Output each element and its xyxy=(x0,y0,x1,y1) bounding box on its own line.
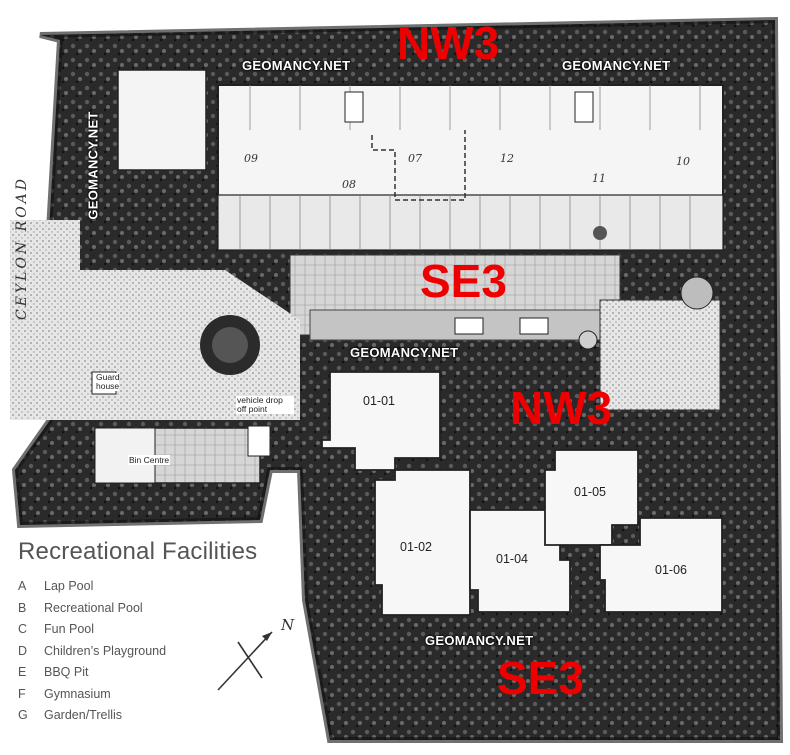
watermark: GEOMANCY.NET xyxy=(242,58,351,73)
north-arrow xyxy=(217,631,273,691)
unit-label: 01-05 xyxy=(574,485,606,499)
legend-letter: E xyxy=(18,665,27,679)
legend-item: C Fun Pool xyxy=(18,619,318,641)
legend-letter: D xyxy=(18,643,28,658)
direction-label: SE3 xyxy=(420,255,507,307)
unit-label: 01-04 xyxy=(496,552,528,566)
block-label: 09 xyxy=(244,152,258,165)
legend-letter: F xyxy=(18,686,26,701)
watermark: GEOMANCY.NET xyxy=(85,111,101,220)
unit-label: 01-02 xyxy=(400,540,432,554)
block-north-row xyxy=(217,84,724,251)
road-label: CEYLON ROAD xyxy=(14,175,30,320)
entrance-courtyard xyxy=(78,270,300,484)
lower-units xyxy=(321,371,723,616)
legend-letter: A xyxy=(18,579,27,593)
pool-deck xyxy=(289,254,721,411)
direction-label: NW3 xyxy=(397,17,500,69)
unit-label: 01-06 xyxy=(655,563,687,577)
watermark: GEOMANCY.NET xyxy=(562,58,671,73)
legend-item: G Garden/Trellis xyxy=(18,705,318,727)
legend-label: BBQ Pit xyxy=(44,665,89,679)
block-label: 07 xyxy=(408,152,422,165)
legend-item: B Recreational Pool xyxy=(18,598,318,620)
building-upper-left xyxy=(117,69,207,171)
legend-label: Gymnasium xyxy=(44,686,111,701)
direction-label: SE3 xyxy=(497,652,584,704)
block-label: 10 xyxy=(676,155,690,168)
legend-label: Garden/Trellis xyxy=(44,708,123,722)
block-label: 11 xyxy=(592,172,606,185)
legend-letter: C xyxy=(18,622,28,636)
road-surface xyxy=(10,220,80,420)
legend-letter: B xyxy=(18,600,27,615)
legend-item: F Gymnasium xyxy=(18,684,318,706)
guard-house-label: Guard house xyxy=(95,372,120,391)
block-label: 08 xyxy=(342,178,356,191)
unit-label: 01-01 xyxy=(363,394,395,408)
legend-item: E BBQ Pit xyxy=(18,662,318,684)
block-label: 12 xyxy=(500,152,514,165)
legend-item: A Lap Pool xyxy=(18,576,318,598)
bin-centre-label: Bin Centre xyxy=(128,455,171,465)
watermark: GEOMANCY.NET xyxy=(425,633,534,648)
legend-label: Lap Pool xyxy=(44,579,94,593)
watermark: GEOMANCY.NET xyxy=(350,345,459,360)
legend-letter: G xyxy=(18,708,28,722)
legend-label: Recreational Pool xyxy=(44,600,143,615)
legend-item: D Children’s Playground xyxy=(18,641,318,663)
direction-label: NW3 xyxy=(510,382,613,434)
dropoff-label: vehicle drop off point xyxy=(236,396,294,414)
legend-title: Recreational Facilities xyxy=(18,538,258,565)
legend-label: Fun Pool xyxy=(44,622,95,636)
north-label: N xyxy=(281,616,295,634)
legend: Recreational Facilities A Lap Pool B Recre… xyxy=(18,538,318,727)
legend-label: Children’s Playground xyxy=(44,643,167,658)
